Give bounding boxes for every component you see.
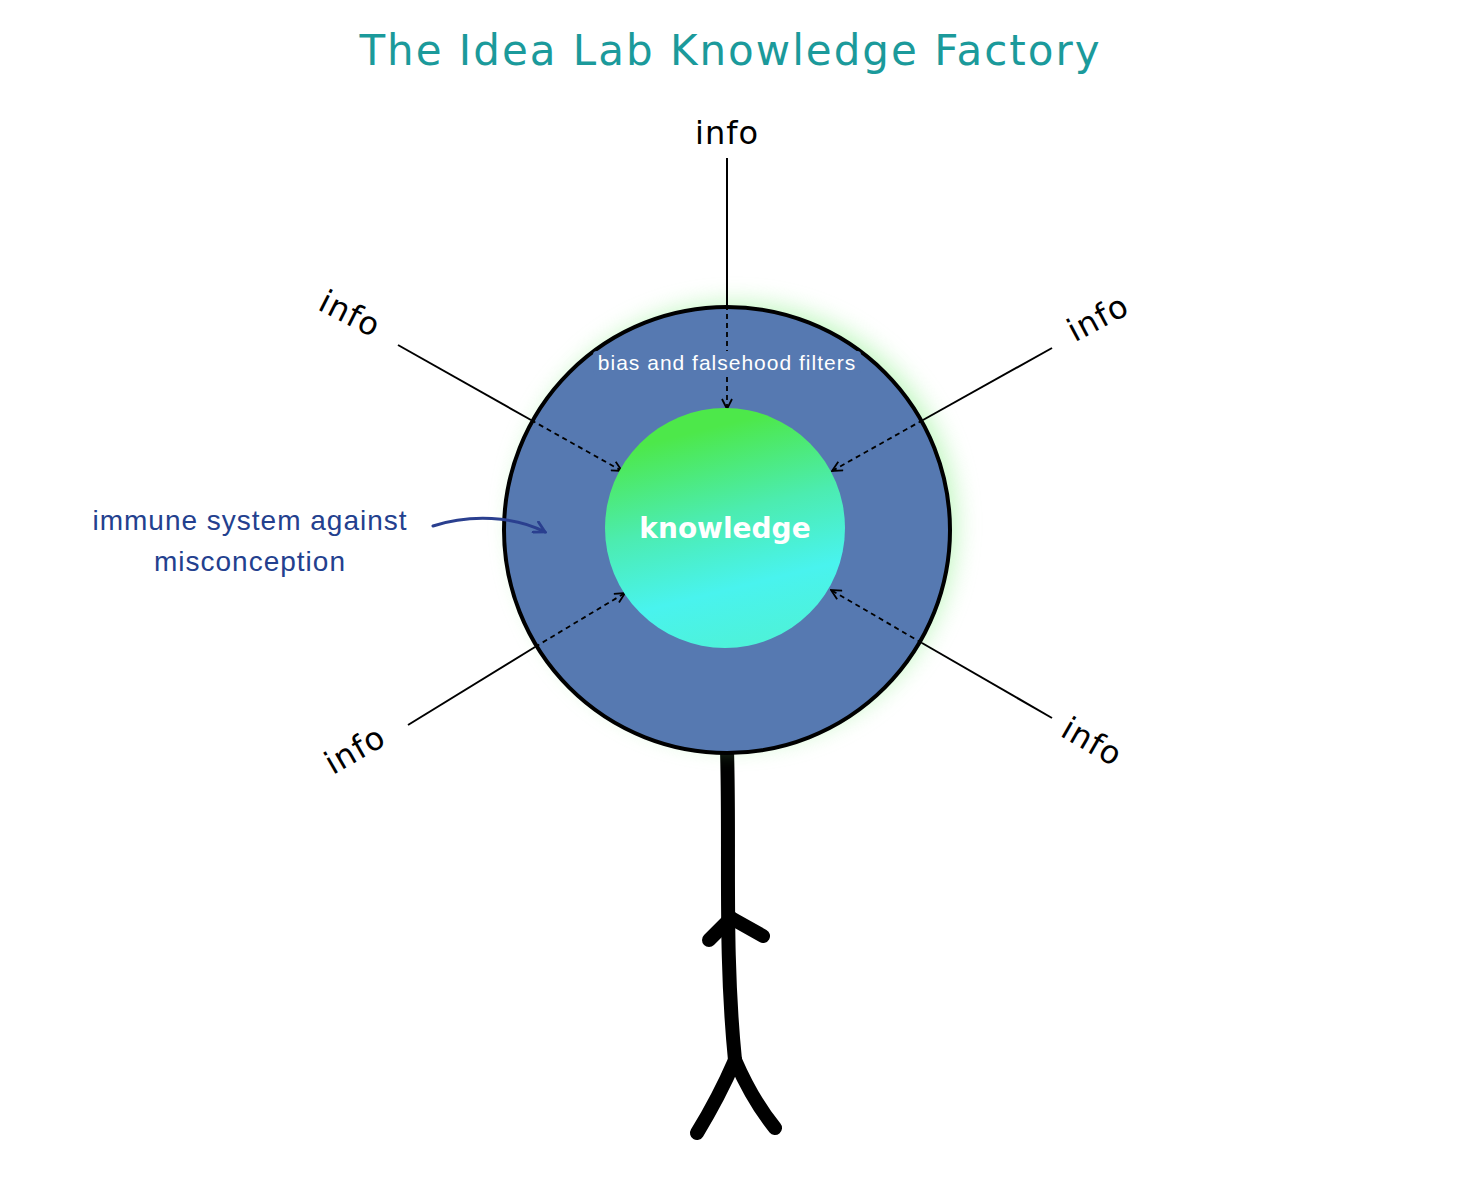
filter-circle: bias and falsehood filters knowledge [502,305,952,755]
info-label: info [311,279,389,349]
filter-arrow [726,305,728,409]
filter-arrow [832,420,923,471]
filter-arrow [535,593,625,647]
callout-arrow [433,518,545,532]
body-line [727,750,735,1060]
filter-arrow [531,420,622,471]
info-label: info [695,110,759,156]
leg-line [697,1060,735,1133]
info-line [398,345,531,420]
callout-label: immune system against misconception [65,501,435,582]
knowledge-circle: knowledge [605,408,845,648]
filter-arrow [831,590,922,643]
info-line [922,643,1052,718]
info-label: info [1059,282,1137,353]
info-line [726,158,728,305]
knowledge-label: knowledge [639,512,810,545]
leg-line [735,1060,775,1128]
diagram-title: The Idea Lab Knowledge Factory [0,26,1461,75]
arm-line [731,918,763,936]
inner-circle [605,408,845,648]
info-line [923,348,1052,420]
info-line [408,647,535,725]
info-label: info [1053,706,1132,778]
filter-label: bias and falsehood filters [593,351,861,375]
outer-circle [504,307,950,753]
info-label: info [316,714,395,786]
